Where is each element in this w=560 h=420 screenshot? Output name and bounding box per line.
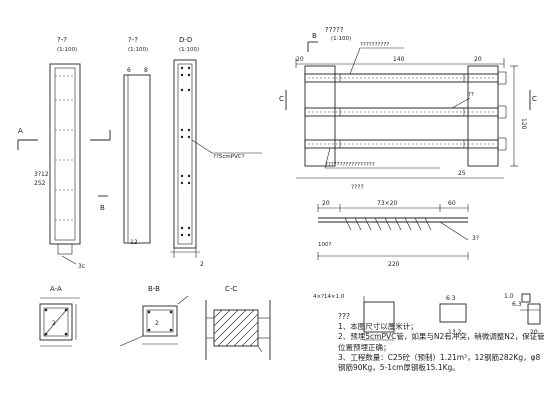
view4-dim-top: 140 20 20 xyxy=(295,56,505,68)
svg-text:220: 220 xyxy=(388,261,400,268)
plate1-label: 4×?14×1.0 xyxy=(313,294,345,300)
notes-title: ??? xyxy=(338,312,350,321)
svg-text:C: C xyxy=(279,95,284,103)
plate3: 1.0 6.3 20 xyxy=(504,293,541,336)
note-2: 2、预埋5cmPVC管，如果与N2有冲突，稍微调整N2，保证管 xyxy=(338,332,545,342)
plate2: 6.3 13.2 xyxy=(439,295,467,336)
svg-text:A: A xyxy=(18,127,23,135)
view4-note-mid: ?? xyxy=(468,92,474,98)
view1-n3-label: 3c xyxy=(78,263,85,270)
view4-leader-mid: ?? xyxy=(451,92,474,109)
section-cc-body xyxy=(205,300,271,360)
section-c-marker-right: C xyxy=(529,90,537,110)
section-aa-n2: 2 xyxy=(52,320,56,327)
view4-leader-bot: ????????????????? xyxy=(324,147,440,169)
view2-title: ?-? xyxy=(128,36,138,44)
section-aa-title: A-A xyxy=(50,285,62,293)
view4-body xyxy=(304,65,507,167)
view3-pvc-leader: ??5cmPVC? xyxy=(191,139,262,160)
view1-rebar-length: 252 xyxy=(34,180,46,187)
pvc-pipe-label: ??5cmPVC? xyxy=(213,154,245,160)
view3-bottom-dim: 2 xyxy=(200,261,204,268)
section-b-marker: B xyxy=(98,195,108,212)
view3-body xyxy=(170,59,200,258)
section-c-marker-left: C xyxy=(279,90,287,110)
svg-text:13.2: 13.2 xyxy=(448,329,462,336)
detail-leader-label: 100? xyxy=(318,242,331,248)
svg-text:20: 20 xyxy=(296,56,304,63)
view4-dim-bottom: 25 xyxy=(296,170,504,179)
svg-text:B: B xyxy=(312,32,317,40)
section-bb-n2: 2 xyxy=(155,320,159,327)
section-cc-title: C-C xyxy=(225,285,237,293)
section-aa-body xyxy=(39,297,80,347)
view2-dim-12: 12 xyxy=(130,239,138,246)
detail-title: ???? xyxy=(351,184,364,191)
note-1: 1、本图尺寸以厘米计； xyxy=(338,322,418,332)
view1-title: ?-? xyxy=(57,36,67,44)
view2-body xyxy=(123,74,151,244)
view2-dim-8: 8 xyxy=(144,67,148,74)
note-3b: 钢筋90Kg，5-1cm厚钢板15.1Kg。 xyxy=(338,363,460,373)
notes-block: ??? 1、本图尺寸以厘米计； 2、预埋5cmPVC管，如果与N2有冲突，稍微调… xyxy=(338,312,558,373)
view2-dim-6: 6 xyxy=(127,67,131,74)
view4-title: ????? xyxy=(325,26,344,34)
svg-text:20: 20 xyxy=(474,56,482,63)
svg-text:6.3: 6.3 xyxy=(446,295,456,302)
view4-scale: (1:100) xyxy=(331,36,351,42)
view2-scale: (1:100) xyxy=(128,47,148,53)
view4-dim-right: 120 xyxy=(510,65,527,167)
section-bb-body xyxy=(119,295,189,347)
section-a-marker-left: A xyxy=(17,127,38,150)
svg-text:25: 25 xyxy=(458,170,466,177)
section-b-top-marker: B xyxy=(307,32,318,52)
view4-leader-top: ?????????? xyxy=(349,42,404,75)
view4-note-bottom: ????????????????? xyxy=(325,162,375,168)
svg-text:6.3: 6.3 xyxy=(512,301,522,308)
view1-scale: (1:100) xyxy=(57,47,77,53)
svg-text:20: 20 xyxy=(530,329,538,336)
svg-text:C: C xyxy=(532,95,537,103)
svg-text:60: 60 xyxy=(448,200,456,207)
svg-text:20: 20 xyxy=(322,200,330,207)
svg-text:120: 120 xyxy=(520,118,527,130)
section-a-marker-right xyxy=(90,130,111,141)
plate1 xyxy=(363,296,395,341)
svg-text:B: B xyxy=(100,204,105,212)
view1-body xyxy=(49,63,81,265)
svg-text:140: 140 xyxy=(393,56,405,63)
note-2b: 位置预埋正确； xyxy=(338,342,391,352)
view3-scale: (1:100) xyxy=(179,47,199,53)
view4-note-top: ?????????? xyxy=(360,42,389,48)
view1-rebar-label: 3?12 xyxy=(34,171,49,178)
view3-title: D-D xyxy=(179,36,192,44)
section-bb-title: B-B xyxy=(148,285,160,293)
svg-text:73×20: 73×20 xyxy=(377,200,397,207)
svg-text:1.0: 1.0 xyxy=(504,293,514,300)
detail-n3: 3? xyxy=(472,235,479,242)
note-3: 3、工程数量：C25砼（预制）1.21m³，12钢筋282Kg，φ8 xyxy=(338,352,541,362)
detail-rebar: 20 73×20 60 220 xyxy=(317,200,469,268)
